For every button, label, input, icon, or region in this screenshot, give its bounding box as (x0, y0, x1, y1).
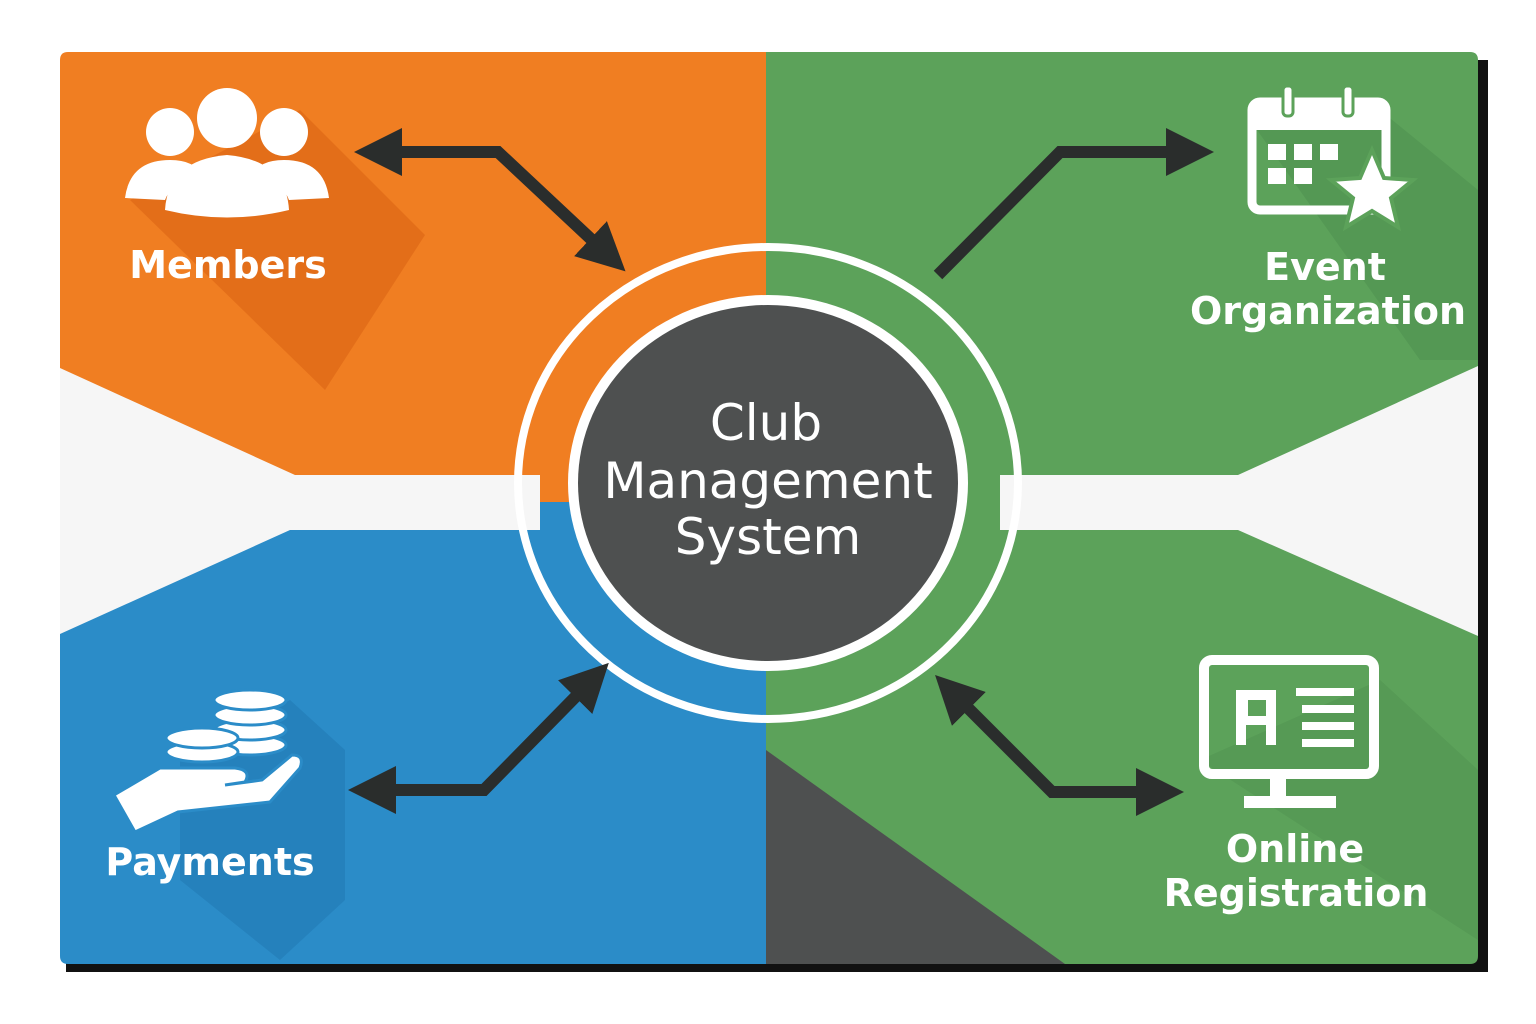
center-title-line1: Club (710, 394, 822, 452)
members-arrow (354, 128, 626, 272)
members-label: Members (129, 243, 327, 287)
registration-label-line1: Online (1226, 827, 1364, 871)
events-arrow (933, 128, 1214, 280)
payments-shadow (180, 700, 345, 960)
payments-label: Payments (105, 840, 314, 884)
dark-triangle (766, 750, 1065, 964)
calendar-star-icon (1247, 84, 1419, 232)
outer-ring (514, 243, 1022, 723)
hand-coins-icon (111, 688, 303, 834)
registration-label-line2: Registration (1164, 871, 1429, 915)
events-label-line2: Organization (1190, 289, 1466, 333)
center-title-line2: Management (603, 452, 932, 510)
right-band (1000, 366, 1478, 636)
users-group-icon (125, 88, 329, 218)
left-band (60, 368, 540, 634)
monitor-form-icon (1199, 655, 1379, 808)
registration-arrow (935, 675, 1184, 816)
center-circle (578, 305, 958, 661)
connector-arrows (348, 128, 1214, 816)
payments-arrow (348, 662, 609, 814)
center-title-line3: System (675, 508, 861, 566)
events-label-line1: Event (1264, 245, 1386, 289)
